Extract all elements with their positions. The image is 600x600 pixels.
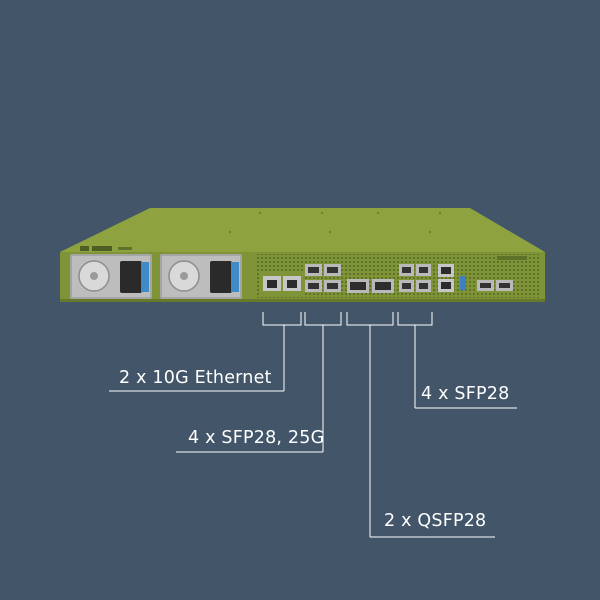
power-supply-2	[160, 254, 242, 299]
chassis-top	[60, 208, 545, 252]
sfp28-ports	[399, 264, 431, 292]
ethernet-ports	[260, 273, 304, 295]
qsfp28-ports	[347, 279, 394, 293]
chassis-top-screws	[228, 211, 442, 234]
power-inlet-icon	[120, 261, 142, 293]
callout-qsfp28: 2 x QSFP28	[384, 511, 487, 531]
front-logo	[497, 256, 527, 260]
power-supply-1	[70, 254, 152, 299]
callout-ethernet: 2 x 10G Ethernet	[119, 368, 272, 388]
usb-port-icon	[460, 276, 466, 290]
sfp28-25g-ports	[305, 264, 341, 292]
management-ports	[438, 264, 454, 292]
callout-sfp28-25g: 4 x SFP28, 25G	[188, 428, 325, 448]
callout-lines	[109, 312, 517, 538]
callout-sfp28: 4 x SFP28	[421, 384, 510, 404]
power-inlet-icon	[210, 261, 232, 293]
console-ports	[477, 280, 513, 291]
brand-logo	[80, 246, 132, 251]
